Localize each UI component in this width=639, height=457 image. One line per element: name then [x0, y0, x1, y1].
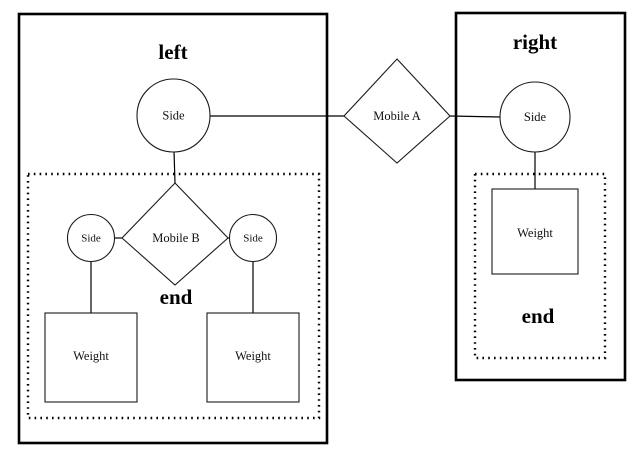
left-end-label: end: [160, 285, 193, 309]
left-weight-box-2[interactable]: [206, 312, 300, 403]
edge-mobile-a-to-right-side: [449, 115, 501, 118]
left-panel-title: left: [158, 40, 187, 64]
edge-left-side-to-mobile-b: [173, 150, 176, 184]
right-panel-frame: [454, 11, 627, 382]
right-weight-box[interactable]: [491, 188, 579, 275]
right-panel-title: right: [513, 30, 557, 54]
left-weight-label-2: Weight: [235, 349, 271, 363]
left-weight-label-1: Weight: [73, 349, 109, 363]
mobile-a-label: Mobile A: [373, 109, 421, 123]
left-inner-side-label-1: Side: [81, 233, 101, 245]
left-end-group-frame: [26, 172, 321, 420]
right-end-group-frame: [473, 172, 607, 360]
left-inner-side-circle-2[interactable]: [228, 213, 278, 263]
left-top-side-label: Side: [162, 108, 185, 122]
left-weight-box-1[interactable]: [44, 312, 138, 403]
left-inner-side-circle-1[interactable]: [66, 213, 116, 263]
left-panel-frame: [17, 12, 329, 445]
left-top-side-circle[interactable]: [136, 78, 211, 153]
right-top-side-circle[interactable]: [499, 81, 571, 153]
mobile-b-diamond[interactable]: [121, 182, 229, 286]
left-inner-side-label-2: Side: [243, 233, 263, 245]
right-end-label: end: [522, 304, 555, 328]
mobile-b-label: Mobile B: [152, 231, 200, 245]
right-top-side-label: Side: [524, 110, 547, 124]
mobile-a-diamond[interactable]: [343, 58, 451, 164]
right-weight-label: Weight: [517, 226, 553, 240]
